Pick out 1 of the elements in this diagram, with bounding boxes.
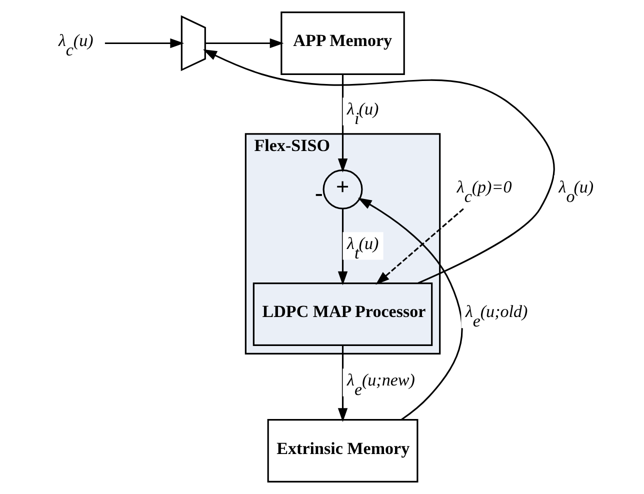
node-label: - — [314, 180, 322, 207]
